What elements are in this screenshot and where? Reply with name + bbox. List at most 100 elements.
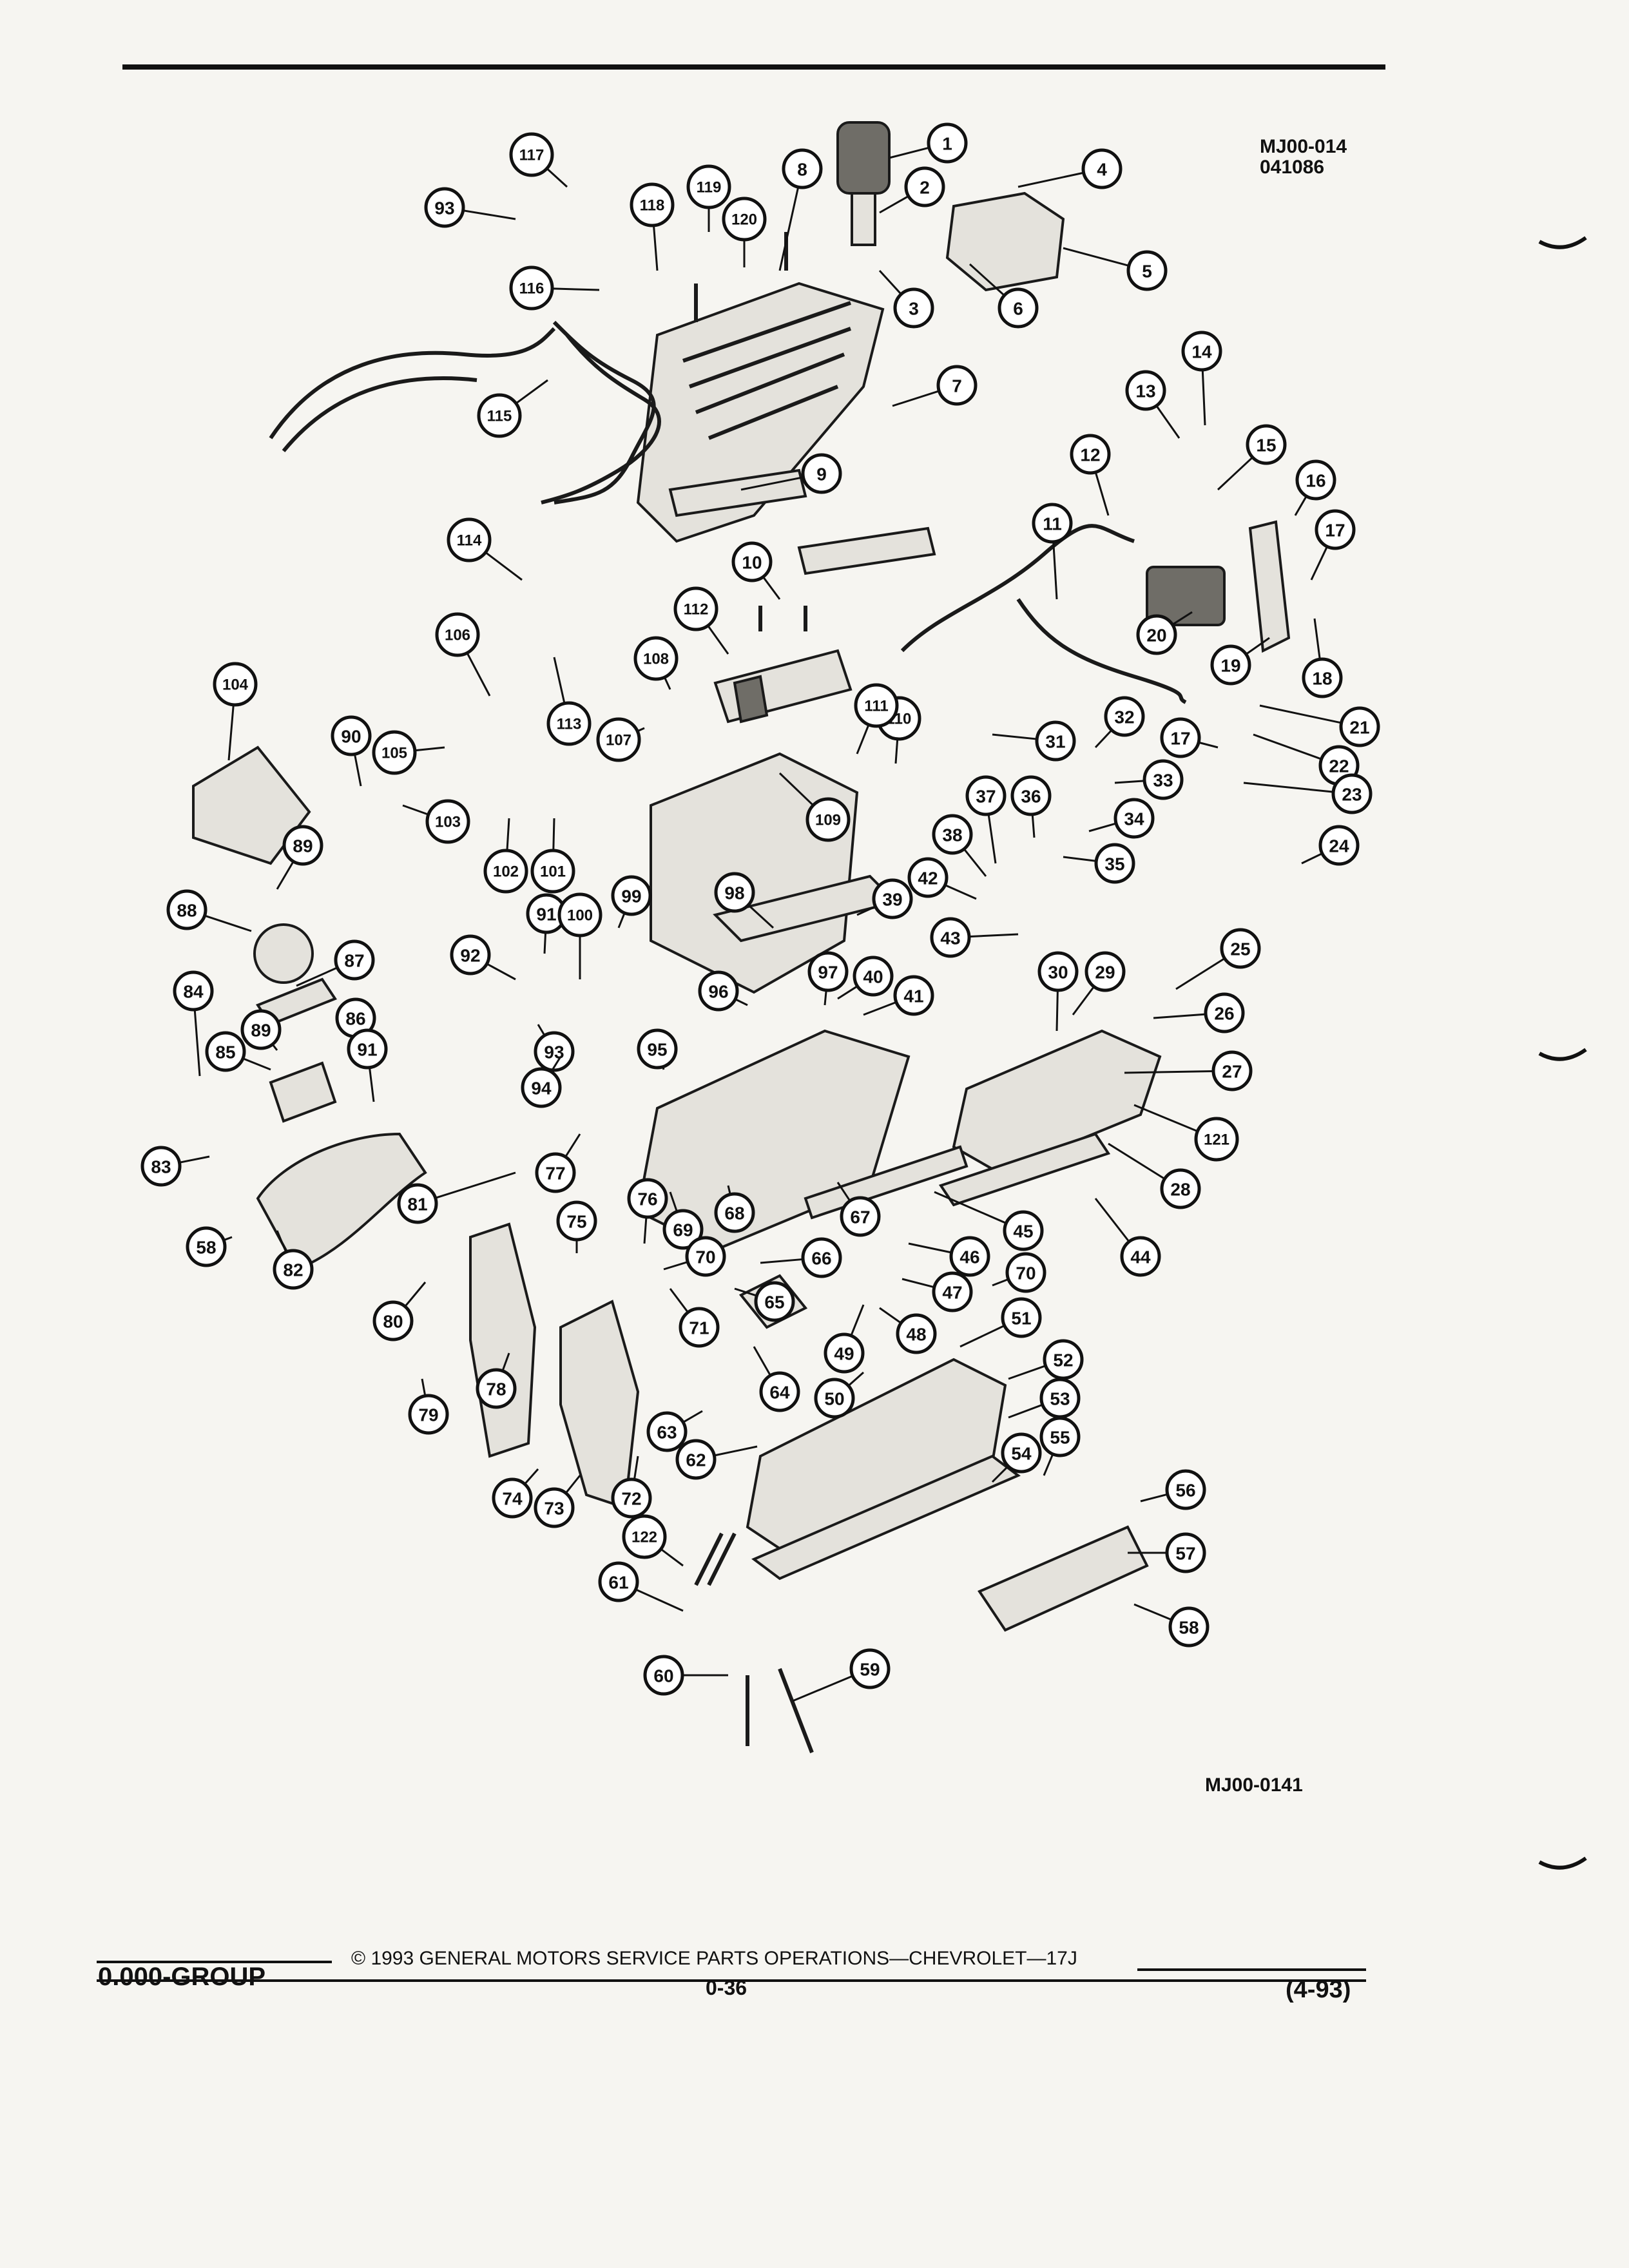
callout-circle xyxy=(1210,644,1251,686)
callout-circle xyxy=(907,857,949,898)
callout-number: 15 xyxy=(1256,436,1276,456)
callout-circle xyxy=(1035,720,1076,762)
callout-circle xyxy=(1001,1432,1042,1474)
callout-leader xyxy=(901,1278,935,1289)
callout-61: 61 xyxy=(598,1561,684,1612)
callout-circle xyxy=(896,1313,937,1354)
callout-112: 112 xyxy=(673,586,729,655)
page-number: 0-36 xyxy=(706,1976,747,1999)
callout-65: 65 xyxy=(734,1281,795,1322)
callout-leader xyxy=(707,625,729,655)
callout-leader xyxy=(1301,852,1323,865)
callout-number: 111 xyxy=(864,698,888,715)
callout-leader xyxy=(1017,171,1084,188)
callout-81: 81 xyxy=(397,1171,516,1224)
callout-circle xyxy=(698,970,739,1012)
callout-number: 2 xyxy=(920,178,930,198)
callout-47: 47 xyxy=(901,1271,973,1312)
callout-leader xyxy=(992,733,1037,740)
callout-circle xyxy=(1094,843,1135,884)
callout-52: 52 xyxy=(1008,1339,1084,1380)
callout-4: 4 xyxy=(1017,148,1123,189)
callout-15: 15 xyxy=(1217,424,1287,491)
callout-circle xyxy=(557,892,602,937)
callout-leader xyxy=(466,652,491,697)
callout-67: 67 xyxy=(836,1182,881,1237)
callout-circle xyxy=(927,122,968,164)
callout-leader xyxy=(1063,247,1130,267)
callout-number: 38 xyxy=(942,825,962,845)
callout-number: 61 xyxy=(608,1573,628,1593)
callout-43: 43 xyxy=(930,917,1019,958)
callout-number: 48 xyxy=(906,1325,926,1345)
callout-49: 49 xyxy=(824,1304,865,1374)
callout-9: 9 xyxy=(740,453,842,494)
callout-circle xyxy=(509,265,554,311)
callout-circle xyxy=(408,1394,449,1435)
callout-circle xyxy=(1081,148,1123,189)
callout-number: 53 xyxy=(1050,1389,1070,1409)
callout-76: 76 xyxy=(627,1178,668,1244)
callout-108: 108 xyxy=(633,636,679,690)
callout-leader xyxy=(653,225,659,271)
callout-number: 10 xyxy=(742,553,762,573)
callout-number: 9 xyxy=(816,465,827,485)
callout-circle xyxy=(240,1009,282,1050)
callout-leader xyxy=(760,1258,804,1264)
callout-circle xyxy=(1126,250,1168,291)
callout-number: 80 xyxy=(383,1312,403,1332)
callout-number: 17 xyxy=(1325,521,1345,541)
callout-number: 94 xyxy=(531,1079,552,1099)
top-rule xyxy=(122,64,1385,70)
callout-circle xyxy=(637,1028,678,1070)
callout-96: 96 xyxy=(698,970,748,1012)
callout-circle xyxy=(435,612,480,657)
callout-leader xyxy=(734,1287,757,1297)
callout-number: 4 xyxy=(1097,160,1107,180)
callout-91: 91 xyxy=(526,893,567,954)
callout-number: 36 xyxy=(1021,787,1041,807)
callout-leader xyxy=(1198,741,1219,749)
callout-51: 51 xyxy=(959,1297,1042,1348)
callout-number: 37 xyxy=(976,787,996,807)
callout-119: 119 xyxy=(686,164,731,232)
callout-58: 58 xyxy=(1133,1603,1210,1648)
callout-leader xyxy=(227,704,235,761)
callout-39: 39 xyxy=(856,878,913,919)
callout-number: 93 xyxy=(434,198,454,218)
callout-114: 114 xyxy=(447,517,523,581)
callout-number: 42 xyxy=(918,869,938,889)
callout-number: 28 xyxy=(1170,1180,1190,1200)
callout-number: 12 xyxy=(1080,445,1100,465)
callout-number: 44 xyxy=(1130,1247,1151,1267)
callout-leader xyxy=(1243,782,1334,793)
callout-leader xyxy=(944,884,977,900)
callout-84: 84 xyxy=(173,970,214,1077)
callout-leader xyxy=(969,263,1005,296)
callout-number: 98 xyxy=(724,883,744,903)
callout-93: 93 xyxy=(534,1024,575,1072)
callout-number: 68 xyxy=(724,1204,744,1224)
callout-circle xyxy=(1037,951,1079,992)
callout-number: 88 xyxy=(177,901,197,921)
callout-8: 8 xyxy=(778,148,823,271)
callout-circle xyxy=(166,889,207,930)
callout-number: 8 xyxy=(797,160,807,180)
callout-leader xyxy=(792,1675,853,1702)
callout-circle xyxy=(1194,1117,1239,1162)
callout-number: 108 xyxy=(643,651,669,668)
callout-33: 33 xyxy=(1114,759,1184,800)
callout-leader xyxy=(863,1001,897,1016)
callout-16: 16 xyxy=(1294,459,1336,516)
callout-leader xyxy=(463,209,516,220)
callout-70: 70 xyxy=(992,1252,1046,1293)
callout-circle xyxy=(854,683,899,728)
callout-circle xyxy=(1339,706,1380,747)
callout-number: 50 xyxy=(824,1389,844,1409)
callout-leader xyxy=(847,1371,864,1387)
callout-leader xyxy=(753,1346,771,1376)
callout-circle xyxy=(805,797,851,842)
callout-leader xyxy=(537,1024,546,1036)
callout-circle xyxy=(476,1368,517,1409)
